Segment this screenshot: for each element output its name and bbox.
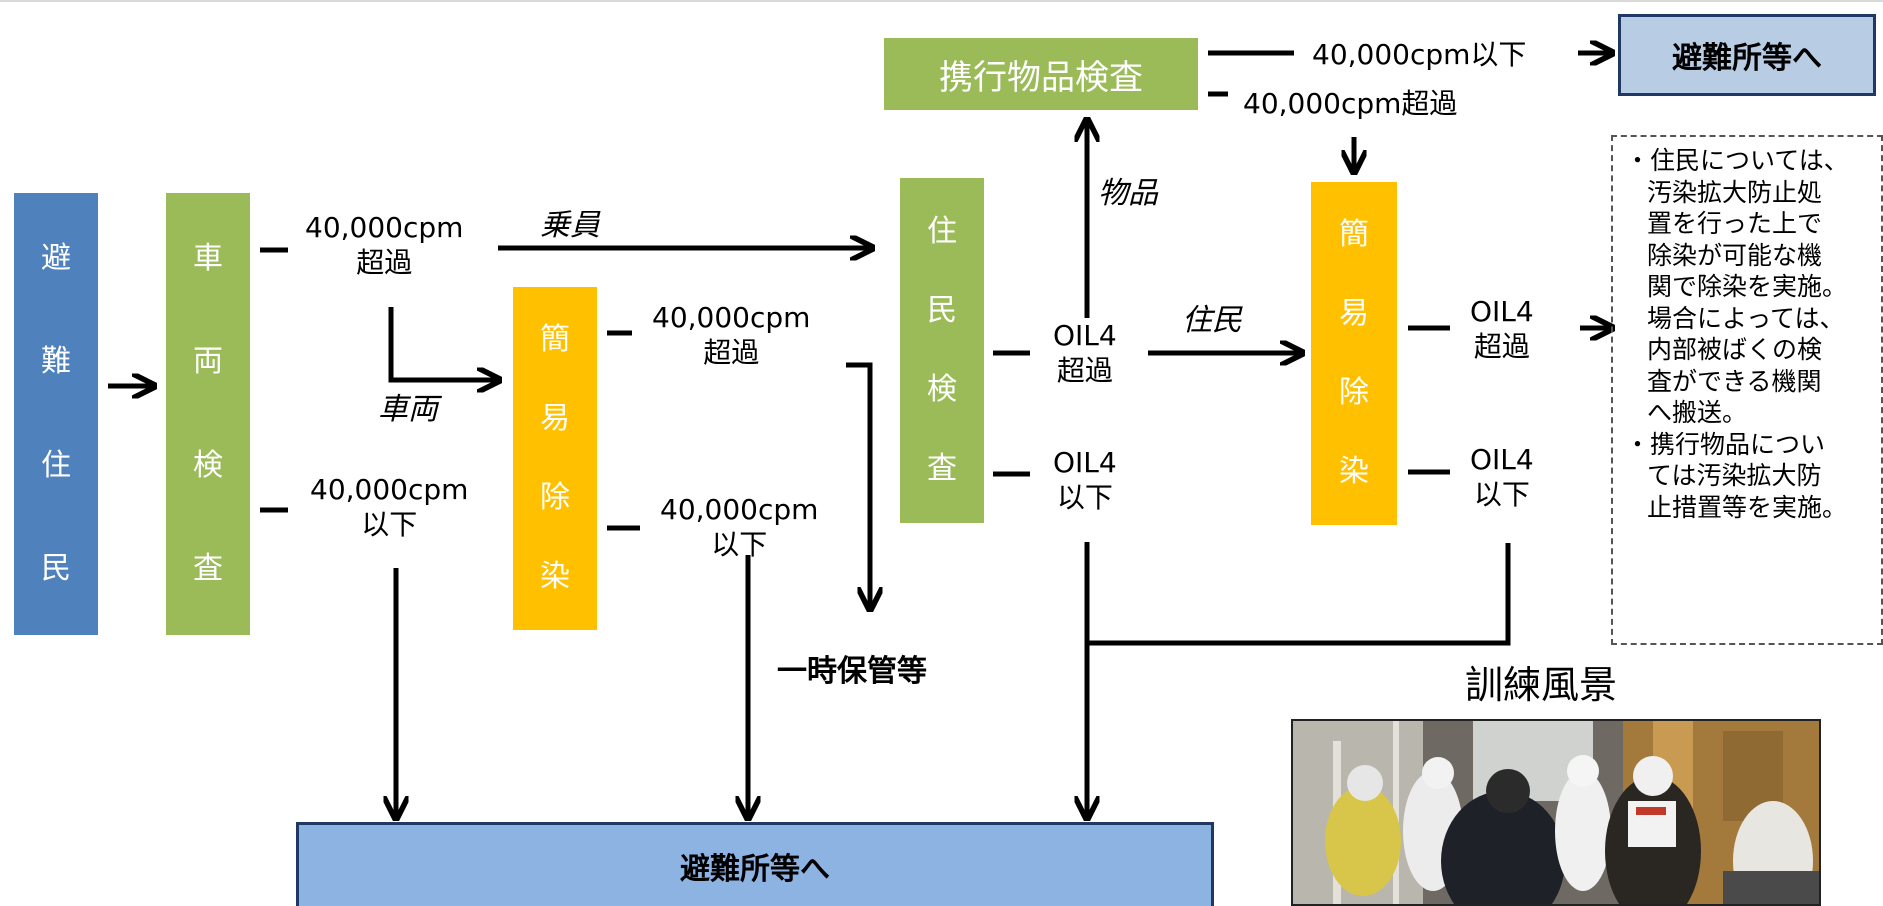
top-divider bbox=[0, 0, 1883, 2]
decon2-char-4: 染 bbox=[1339, 453, 1369, 489]
ri-over-label: OIL4 超過 bbox=[1053, 319, 1117, 387]
note-line: ・住民については、 bbox=[1625, 146, 1849, 175]
shelter-top-label: 避難所等へ bbox=[1672, 41, 1822, 76]
shelter-bottom-box: 避難所等へ bbox=[296, 822, 1214, 906]
note-line: 関で除染を実施。 bbox=[1647, 272, 1848, 301]
decon-box-1: 簡 易 除 染 bbox=[513, 287, 597, 630]
evacuees-box: 避 難 住 民 bbox=[14, 193, 98, 635]
vehicle-inspection-box: 車 両 検 査 bbox=[166, 193, 250, 635]
resident-inspection-box: 住 民 検 査 bbox=[900, 178, 984, 523]
connector-d2-under bbox=[1087, 543, 1511, 646]
d2-over-label: OIL4 超過 bbox=[1470, 295, 1534, 363]
decon1-char-2: 易 bbox=[540, 401, 570, 437]
note-line: 止措置等を実施。 bbox=[1647, 492, 1848, 522]
decon1-char-4: 染 bbox=[540, 558, 570, 594]
photo-title: 訓練風景 bbox=[1465, 663, 1618, 707]
note-line: 除染が可能な機 bbox=[1647, 240, 1823, 270]
vi-char-2: 両 bbox=[193, 344, 223, 380]
note-line: 置を行った上で bbox=[1647, 209, 1823, 238]
decon1-char-3: 除 bbox=[540, 479, 570, 515]
note-box: ・住民については、 汚染拡大防止処 置を行った上で 除染が可能な機 関で除染を実… bbox=[1611, 135, 1883, 645]
item-inspection-box: 携行物品検査 bbox=[884, 38, 1198, 110]
item-inspection-label: 携行物品検査 bbox=[939, 57, 1143, 98]
decon1-char-1: 簡 bbox=[540, 322, 570, 358]
note-line: 査ができる機関 bbox=[1647, 366, 1822, 396]
ri-char-2: 民 bbox=[927, 292, 957, 328]
training-photo bbox=[1291, 719, 1821, 906]
note-line: 内部被ばくの検 bbox=[1647, 335, 1823, 364]
item-over-label: 40,000cpm超過 bbox=[1243, 87, 1458, 120]
note-line: 場合によっては、 bbox=[1647, 303, 1845, 333]
training-photo-illustration bbox=[1293, 721, 1819, 904]
d2-under-label: OIL4 以下 bbox=[1470, 443, 1534, 511]
note-line: 汚染拡大防止処 bbox=[1647, 177, 1823, 207]
temporary-storage-label: 一時保管等 bbox=[777, 654, 927, 689]
vi-over-label: 40,000cpm 超過 bbox=[305, 211, 464, 279]
decon2-char-1: 簡 bbox=[1339, 217, 1369, 253]
shelter-bottom-label: 避難所等へ bbox=[680, 851, 830, 887]
vi-char-3: 検 bbox=[193, 447, 223, 483]
d1-over-label: 40,000cpm 超過 bbox=[652, 301, 811, 369]
ri-char-3: 検 bbox=[927, 372, 957, 408]
d1-under-label: 40,000cpm 以下 bbox=[660, 493, 819, 561]
evacuees-char-1: 避 bbox=[41, 240, 71, 276]
vehicle-label: 車両 bbox=[378, 392, 438, 427]
vi-char-4: 査 bbox=[193, 551, 223, 587]
note-item-items: ・携行物品につい ては汚染拡大防 止措置等を実施。 bbox=[1625, 429, 1881, 524]
ri-char-1: 住 bbox=[927, 213, 957, 249]
evacuees-char-2: 難 bbox=[41, 344, 71, 380]
evacuees-char-4: 民 bbox=[41, 551, 71, 587]
items-label: 物品 bbox=[1098, 176, 1158, 211]
item-under-label: 40,000cpm以下 bbox=[1312, 38, 1527, 71]
note-line: へ搬送。 bbox=[1647, 398, 1748, 427]
arrow-vehicle bbox=[388, 307, 497, 380]
decon2-char-3: 除 bbox=[1339, 374, 1369, 410]
ri-under-label: OIL4 以下 bbox=[1053, 446, 1117, 514]
ri-char-4: 査 bbox=[927, 451, 957, 487]
decon-box-2: 簡 易 除 染 bbox=[1311, 182, 1397, 525]
evacuees-char-3: 住 bbox=[41, 447, 71, 483]
vi-under-label: 40,000cpm 以下 bbox=[310, 473, 469, 541]
vi-char-1: 車 bbox=[193, 240, 223, 276]
note-line: ては汚染拡大防 bbox=[1647, 461, 1822, 490]
note-line: ・携行物品につい bbox=[1625, 429, 1826, 459]
decon2-char-2: 易 bbox=[1339, 296, 1369, 332]
passengers-label: 乗員 bbox=[540, 208, 600, 243]
arrow-d1-over-storage bbox=[846, 362, 870, 607]
shelter-top-box: 避難所等へ bbox=[1618, 14, 1876, 96]
residents-label: 住民 bbox=[1182, 303, 1242, 338]
note-item-residents: ・住民については、 汚染拡大防止処 置を行った上で 除染が可能な機 関で除染を実… bbox=[1625, 145, 1881, 429]
